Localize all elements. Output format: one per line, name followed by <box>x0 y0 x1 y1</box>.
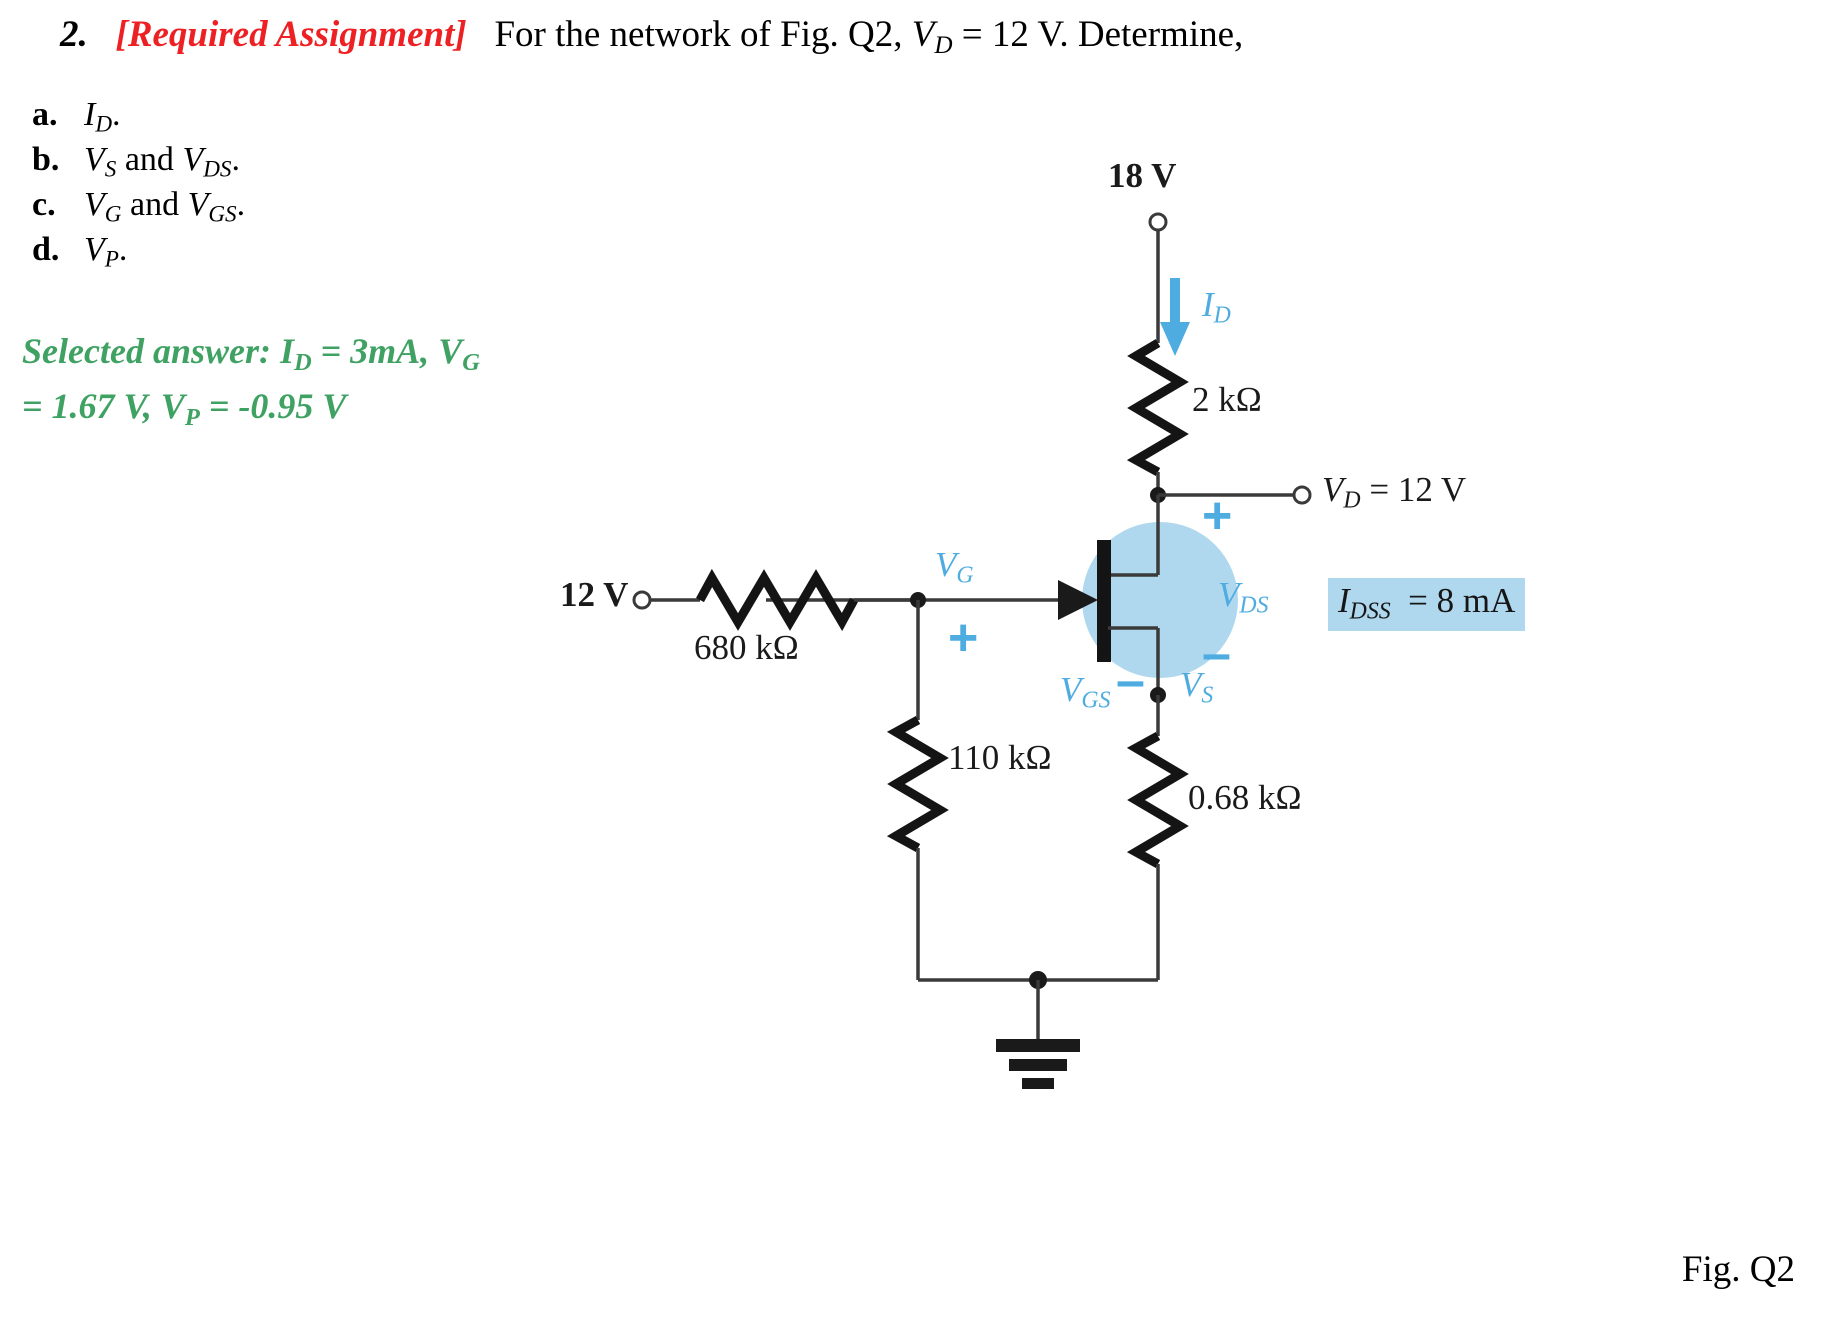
period: . <box>231 141 240 178</box>
sub-G: G <box>462 348 480 376</box>
plus-sign-vgs: + <box>948 609 979 667</box>
circuit-diagram: 18 V ID 2 kΩ VD = 12 V 12 V 680 kΩ VG VG… <box>560 150 1820 1190</box>
ground-bar-3 <box>1022 1078 1054 1089</box>
question-vd-sub: D <box>934 32 953 60</box>
page-title: 2. [Required Assignment] For the network… <box>60 14 1560 61</box>
selected-answer-lead: Selected answer: <box>22 331 271 371</box>
label-vd: VD = 12 V <box>1322 470 1467 514</box>
var-I: I <box>84 96 96 133</box>
var-I: I <box>279 331 294 371</box>
var-V: V <box>84 186 105 223</box>
question-number: 2. <box>60 14 88 55</box>
label-vg: VG <box>935 545 974 589</box>
list-item-letter: d. <box>32 231 60 268</box>
id-value: = 3mA, <box>320 331 430 371</box>
sub-GS: GS <box>208 201 237 228</box>
list-item-d: d. VP. <box>32 231 245 276</box>
circuit-schematic-svg <box>632 212 1312 1089</box>
resistor-0.68k-symbol <box>1126 732 1189 868</box>
label-vds: VDS <box>1218 575 1269 619</box>
jfet-gate-arrowhead <box>1058 580 1098 620</box>
vp-value: = -0.95 V <box>208 386 347 427</box>
label-vs: VS <box>1180 665 1214 709</box>
terminal-18v <box>1148 212 1168 232</box>
label-vgs: VGS <box>1060 670 1111 714</box>
question-prompt-before: For the network of Fig. Q2, <box>494 14 903 55</box>
list-item-label: VP. <box>84 231 127 273</box>
resistor-110k-symbol <box>886 716 949 852</box>
joiner-and: and <box>124 141 174 178</box>
required-assignment-tag: [Required Assignment] <box>115 14 467 55</box>
resistor-680k-symbol <box>696 568 858 632</box>
list-item-letter: b. <box>32 141 60 178</box>
label-supply-12v: 12 V <box>560 575 629 614</box>
joiner-and: and <box>129 186 180 223</box>
period: . <box>236 186 246 223</box>
list-item-b: b. VS and VDS. <box>32 141 245 186</box>
vg-value: = 1.67 V, <box>22 386 152 427</box>
list-item-letter: c. <box>32 186 56 223</box>
label-supply-18v: 18 V <box>1108 156 1177 195</box>
current-arrow-head <box>1160 322 1190 356</box>
sub-DS: DS <box>203 156 232 183</box>
period: . <box>112 96 121 133</box>
jfet-channel-bar <box>1097 540 1111 662</box>
terminal-12v <box>632 590 652 610</box>
minus-sign-vgs: – <box>1116 652 1145 710</box>
list-item-label: ID. <box>84 96 121 138</box>
sub-P: P <box>184 404 200 432</box>
question-sub-items: a. ID. b. VS and VDS. c. VG and VGS. d. … <box>32 96 245 276</box>
list-item-a: a. ID. <box>32 96 245 141</box>
plus-sign-vds: + <box>1202 487 1233 545</box>
label-resistor-680k: 680 kΩ <box>694 628 799 667</box>
ground-bar-1 <box>996 1039 1080 1052</box>
label-resistor-0.68k: 0.68 kΩ <box>1188 778 1302 817</box>
terminal-vd <box>1292 485 1312 505</box>
question-vd-var: V <box>911 14 935 55</box>
selected-answer-line-2: = 1.67 V, VP = -0.95 V <box>22 380 622 435</box>
sub-S: S <box>104 156 117 183</box>
selected-answer-note: Selected answer: ID = 3mA, VG = 1.67 V, … <box>22 325 622 436</box>
sub-D: D <box>293 348 312 376</box>
var-V: V <box>84 141 105 178</box>
list-item-label: VS and VDS. <box>84 141 240 183</box>
var-V: V <box>160 386 185 427</box>
var-V: V <box>84 231 105 268</box>
sub-G: G <box>104 201 122 228</box>
label-current-id: ID <box>1202 285 1231 329</box>
sub-D: D <box>95 111 113 138</box>
figure-caption: Fig. Q2 <box>1681 1249 1795 1290</box>
question-prompt-after: = 12 V. Determine, <box>961 14 1244 55</box>
period: . <box>118 231 128 268</box>
label-resistor-2k: 2 kΩ <box>1192 380 1262 419</box>
list-item-label: VG and VGS. <box>84 186 245 228</box>
sub-P: P <box>104 246 119 273</box>
selected-answer-line-1: Selected answer: ID = 3mA, VG <box>22 325 622 380</box>
minus-sign-vds: – <box>1202 625 1231 683</box>
var-V: V <box>182 141 204 178</box>
ground-bar-2 <box>1009 1059 1067 1071</box>
jfet-highlight-circle <box>1082 522 1238 678</box>
list-item-letter: a. <box>32 96 58 133</box>
label-resistor-110k: 110 kΩ <box>948 738 1052 777</box>
var-V: V <box>187 186 209 223</box>
idss-spec-badge: IDSS = 8 mA <box>1328 578 1526 631</box>
resistor-2k-symbol <box>1126 339 1189 476</box>
var-V: V <box>438 331 463 371</box>
list-item-c: c. VG and VGS. <box>32 186 245 231</box>
